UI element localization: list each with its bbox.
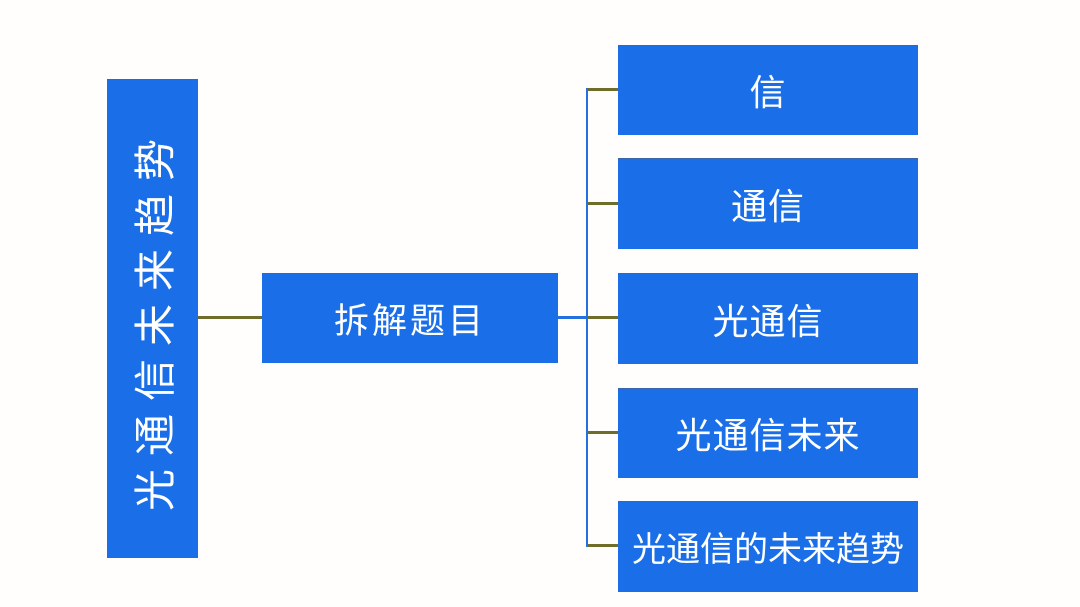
middle-node[interactable]: 拆解题目 bbox=[262, 273, 558, 363]
connector-root-middle bbox=[197, 316, 262, 319]
connector-branch bbox=[587, 316, 618, 319]
connector-middle-trunk bbox=[558, 316, 587, 319]
child-node[interactable]: 光通信 bbox=[618, 273, 918, 364]
root-node-label: 光通信未来趋势 bbox=[131, 126, 180, 512]
child-node[interactable]: 光通信未来 bbox=[618, 388, 918, 478]
connector-branch bbox=[587, 544, 618, 547]
child-node[interactable]: 通信 bbox=[618, 158, 918, 249]
connector-branch bbox=[587, 431, 618, 434]
child-node[interactable]: 信 bbox=[618, 45, 918, 135]
child-node[interactable]: 光通信的未来趋势 bbox=[618, 501, 918, 592]
connector-branch bbox=[587, 202, 618, 205]
root-node[interactable]: 光通信未来趋势 bbox=[107, 79, 198, 558]
connector-branch bbox=[587, 88, 618, 91]
